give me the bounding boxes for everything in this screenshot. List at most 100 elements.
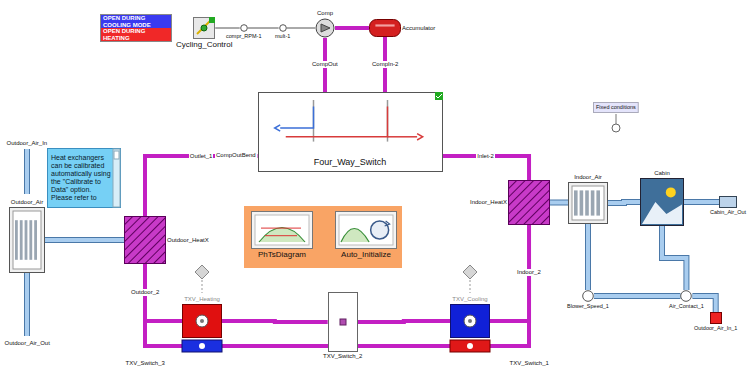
drawing-part [572,186,604,220]
note-text: Heat exchangers can be calibrated automa… [51,154,111,202]
connector-path [594,294,680,298]
control-block-icon [193,17,215,39]
component-label: Cabin [654,170,670,177]
drawing-part [468,319,472,323]
info-box: Fixed conditions [593,102,639,113]
drawing-part [285,106,387,136]
four-way-valve: Four_Way_Switch [258,92,443,172]
probe-symbol [612,124,620,132]
air-source: Outdoor_Air_In_1 [694,312,737,331]
drawing-part [417,134,423,140]
air-side-exchanger: Indoor_Air [568,174,608,224]
control-block: Cycling_Control [176,17,232,49]
drawing-part [339,215,393,245]
connector-path [222,321,328,322]
port-label: Outdoor_2 [130,289,160,296]
component-label: Accumulator [402,25,435,32]
component-label: Outdoor_Air [11,199,43,206]
component-label: compr_RPM-1 [226,33,261,39]
compressor: Comp [315,10,335,38]
drawing-part [194,18,215,39]
refrigerant-coil: Indoor_HeatX [470,180,550,225]
drawing-part [25,220,28,260]
gain-block: mult-1 [275,24,290,39]
drawing-part [316,19,334,37]
legend-swatch: OPEN DURING HEATING [101,28,171,41]
check-valve-dot [467,343,473,349]
air-side-exchanger-icon [9,207,45,273]
connector-path [248,28,279,29]
air-line [25,149,29,194]
drawing-part [34,220,37,260]
drawing-part [20,220,23,260]
drawing-part [710,313,721,324]
component-label: Indoor_Air [574,174,602,181]
port-label: CompOutBend [215,152,257,159]
component-label: Fixed conditions [596,104,636,110]
duct-outline [45,237,124,243]
speed-sensor: compr_RPM-1 [226,24,261,39]
drawing-part [642,202,682,224]
drawing-part [436,94,442,98]
check-valve [450,340,490,352]
refrigerant-pipe [145,321,328,346]
signal-line [616,114,617,124]
drawing-part [15,220,18,260]
connector-path [550,201,568,205]
air-side-exchanger-icon [568,182,608,224]
info-box-shape: Fixed conditions [593,102,639,113]
connector-path [586,224,590,290]
init-tool-shape [335,211,397,249]
drawing-part [200,319,204,323]
component-label: PhTsDiagram [258,250,306,259]
refrigerant-pipe [358,321,529,346]
drawing-part [48,149,121,208]
drawing-part [196,315,208,327]
air-port: Cabin_Air_Out [710,196,746,215]
drawing-part [371,221,389,239]
air-line-outline [24,149,30,194]
expansion-valve-icon [450,304,490,338]
refrigerant-pipe [335,27,369,28]
component-label: Outdoor_Air_In_1 [694,325,737,331]
tool-panel [244,206,402,268]
blower-speed-icon [582,290,594,302]
duct-outline [585,224,591,290]
drawing-part [464,315,476,327]
cabin-block-icon [640,178,684,226]
check-valve-dot [199,343,205,349]
control-block-shape [193,17,215,39]
drawing-part [113,149,120,207]
connector-path [335,26,369,30]
air-side-exchanger-shape [568,182,608,224]
drawing-part [681,291,692,302]
signal-connector [248,28,279,29]
drawing-part [240,25,247,32]
valve-switch: TXV_Switch_2 [323,292,362,360]
drawing-part [209,17,215,23]
air-line [25,273,29,336]
drawing-part [435,92,443,100]
air-line-outline [24,273,30,336]
refrigerant-pipe [145,156,258,216]
drawing-part [255,215,309,245]
air-port-shape [719,196,737,208]
drawing-part [336,212,397,249]
compressor-icon [315,18,335,38]
legend-box: OPEN DURING COOLING MODEOPEN DURING HEAT… [100,14,172,42]
component-label: Outdoor_HeatX [167,237,209,244]
expansion-valve: TXV_Cooling [450,296,490,338]
component-label: Four_Way_Switch [314,157,387,167]
drawing-part [720,197,737,208]
phts-diagram-icon [251,211,313,249]
drawing-part [569,182,608,223]
refrigerant-coil-icon [124,216,166,264]
note-box: Heat exchangers can be calibrated automa… [47,148,121,208]
air-duct [550,202,568,203]
drawing-part [10,207,45,272]
drawing-part [252,212,313,249]
drawing-part [387,136,417,138]
drawing-part [341,229,369,243]
drawing-part [585,190,589,215]
